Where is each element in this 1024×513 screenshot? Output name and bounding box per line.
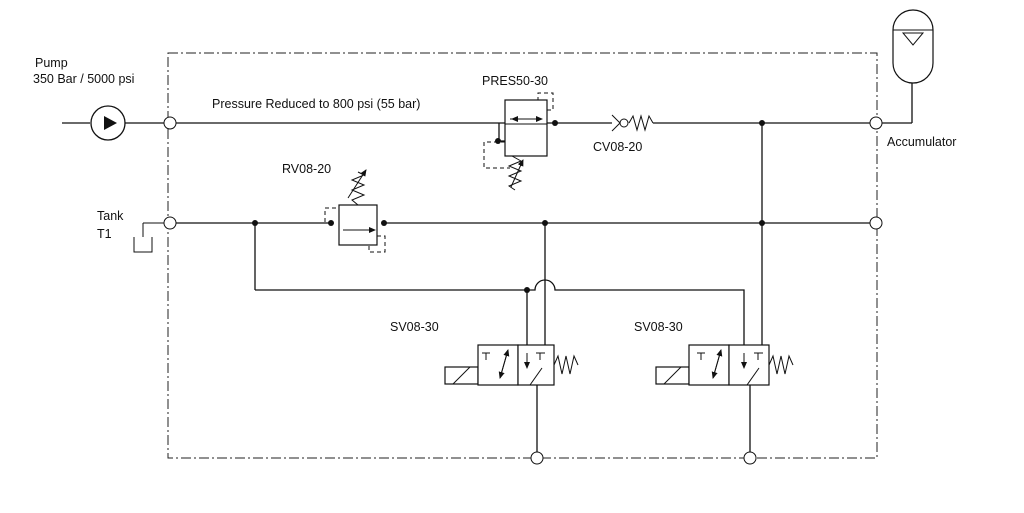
pressure-note: Pressure Reduced to 800 psi (55 bar) <box>212 97 420 111</box>
sv1-work-port <box>530 451 544 465</box>
solenoid-valve-2-symbol <box>655 344 794 386</box>
relief-in-junction <box>328 220 334 226</box>
pres-valve-label: PRES50-30 <box>482 74 548 88</box>
solenoid-valve-2-label: SV08-30 <box>634 320 683 334</box>
accumulator-label: Accumulator <box>887 135 956 149</box>
pres-junction <box>495 138 501 144</box>
tank-symbol <box>133 222 164 253</box>
pump-rating: 350 Bar / 5000 psi <box>33 72 134 86</box>
solenoid-valve-1-label: SV08-30 <box>390 320 439 334</box>
manifold-boundary <box>167 52 878 459</box>
pilot-bus-right <box>527 279 745 345</box>
relief-valve-label: RV08-20 <box>282 162 331 176</box>
tank-title: Tank <box>97 209 124 223</box>
relief-valve-symbol <box>324 169 386 253</box>
sv2-work-port <box>743 451 757 465</box>
pres-valve-symbol <box>483 92 554 191</box>
check-valve-label: CV08-20 <box>593 140 642 154</box>
pump-symbol <box>62 105 165 141</box>
tank-port <box>163 216 177 230</box>
tank-id: T1 <box>97 227 112 241</box>
relief-out-junction <box>381 220 387 226</box>
tank-junction-right <box>759 220 765 226</box>
tank-port-right <box>869 216 883 230</box>
accumulator-port <box>869 116 883 130</box>
check-valve-symbol <box>611 114 870 132</box>
pump-title: Pump <box>35 56 68 70</box>
solenoid-valve-1-symbol <box>444 344 579 386</box>
accumulator-symbol <box>892 9 934 84</box>
pump-port <box>163 116 177 130</box>
